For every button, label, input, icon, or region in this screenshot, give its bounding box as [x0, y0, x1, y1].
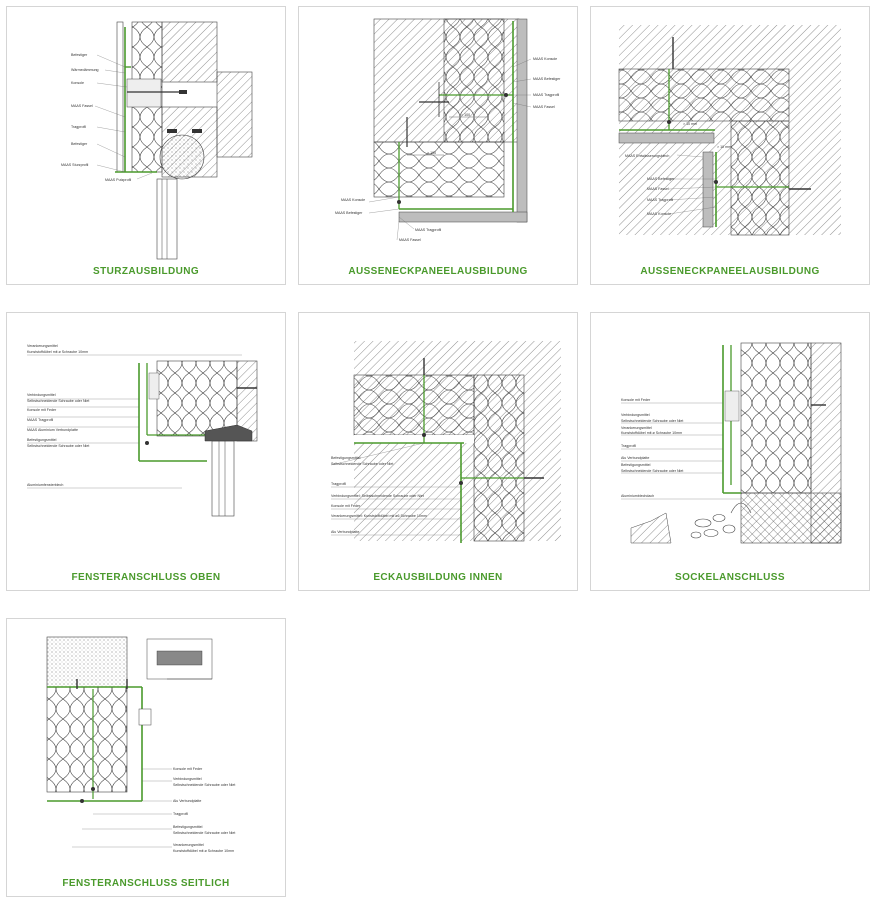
detail-drawing: Konsole mit Feder Verbindungsmittel Selb…	[621, 342, 842, 544]
label: > 10 mm	[717, 145, 731, 149]
label: Selbstschneidende Schraube oder Niet	[173, 783, 235, 787]
label: Alu Verbundplatte	[621, 456, 649, 460]
card-caption: AUSSENECKPANEELAUSBILDUNG	[348, 266, 528, 277]
label: Verankerungsmittel	[173, 843, 204, 847]
label: MAAS Befestiger	[335, 211, 363, 215]
label: MAAS Aluminium Verbundplatte	[27, 428, 78, 432]
label: Tragprofil	[621, 444, 636, 448]
label: Befestigungsmittel	[331, 456, 361, 460]
label: MAAS Konsole	[341, 198, 365, 202]
label: Konsole	[71, 81, 84, 85]
label: MAAS Konsole	[533, 57, 557, 61]
label: Selbstschneidende Schraube oder Niet	[331, 462, 393, 466]
label: Alu Verbundplatte	[173, 799, 201, 803]
label: Verankerungsmittel: Kunststoffdübel mit …	[331, 514, 427, 518]
label: MAAS Befestiger	[647, 177, 675, 181]
detail-drawing: Befestigungsmittel Selbstschneidende Sch…	[330, 341, 561, 543]
label: Wärmedämmung	[71, 68, 99, 72]
detail-card-ausseneckpaneel-1[interactable]: MAAS Konsole MAAS Befestiger MAAS Tragpr…	[298, 6, 578, 285]
label: Aluminiumblechdach	[621, 494, 654, 498]
label: Selbstschneidende Schraube oder Niet	[621, 419, 683, 423]
label: Kunststoffdübel mit ø Schraube 10mm	[27, 350, 88, 354]
label: Verankerungsmittel	[621, 426, 652, 430]
label: Verankerungsmittel	[27, 344, 58, 348]
detail-drawing: > 10 mm > 10 mm MAAS Entwässerungsblech …	[618, 25, 841, 236]
label: Selbstschneidende Schraube oder Niet	[27, 399, 89, 403]
label: Verbindungsmittel	[27, 393, 56, 397]
detail-card-sockelanschluss[interactable]: Konsole mit Feder Verbindungsmittel Selb…	[590, 312, 870, 591]
label: Selbstschneidende Schraube oder Niet	[173, 831, 235, 835]
detail-card-fensteranschluss-seitlich[interactable]: Konsole mit Feder Verbindungsmittel Selb…	[6, 618, 286, 897]
label: Konsole mit Feder	[27, 408, 57, 412]
card-caption: FENSTERANSCHLUSS OBEN	[71, 572, 221, 583]
label: Befestiger	[71, 53, 88, 57]
label: Kunststoffdübel mit ø Schraube 10mm	[173, 849, 234, 853]
label: MAAS Putzprofil	[105, 178, 131, 182]
label: MAAS Tragprofil	[533, 93, 559, 97]
detail-drawing: Befestiger Wärmedämmung Konsole MAAS Fas…	[61, 21, 253, 260]
label: Verbindungsmittel	[173, 777, 202, 781]
label: Konsole mit Feder	[173, 767, 203, 771]
label: Verbindungsmittel: Selbstschneidende Sch…	[331, 494, 424, 498]
label: MAAS Tragprofil	[415, 228, 441, 232]
label: > 100	[461, 113, 470, 117]
label: Tragprofil	[331, 482, 346, 486]
label: Kunststoffdübel mit ø Schraube 10mm	[621, 431, 682, 435]
label: Befestiger	[71, 142, 88, 146]
label: MAAS Fassel	[647, 187, 669, 191]
detail-drawing: Verankerungsmittel Kunststoffdübel mit ø…	[27, 344, 258, 517]
label: Befestigungsmittel	[27, 438, 57, 442]
label: MAAS Konsole	[647, 212, 671, 216]
label: Befestigungsmittel	[621, 463, 651, 467]
card-caption: ECKAUSBILDUNG INNEN	[373, 572, 503, 583]
label: MAAS Fassel	[533, 105, 555, 109]
detail-card-eckausbildung-innen[interactable]: Befestigungsmittel Selbstschneidende Sch…	[298, 312, 578, 591]
card-caption: FENSTERANSCHLUSS SEITLICH	[62, 878, 230, 889]
label: Tragprofil	[173, 812, 188, 816]
detail-drawing: Konsole mit Feder Verbindungsmittel Selb…	[46, 636, 235, 853]
card-caption: SOCKELANSCHLUSS	[675, 572, 785, 583]
label: Konsole mit Feder	[621, 398, 651, 402]
label: MAAS Tragprofil	[27, 418, 53, 422]
detail-card-ausseneckpaneel-2[interactable]: > 10 mm > 10 mm MAAS Entwässerungsblech …	[590, 6, 870, 285]
label: > 100	[427, 151, 436, 155]
label: Tragprofil	[71, 125, 86, 129]
detail-card-fensteranschluss-oben[interactable]: Verankerungsmittel Kunststoffdübel mit ø…	[6, 312, 286, 591]
label: MAAS Fassel	[71, 104, 93, 108]
label: Selbstschneidende Schraube oder Niet	[621, 469, 683, 473]
label: Alu Verbundplatte	[331, 530, 359, 534]
label: Selbstschneidende Schraube oder Niet	[27, 444, 89, 448]
label: Befestigungsmittel	[173, 825, 203, 829]
label: MAAS Entwässerungsblech	[625, 154, 669, 158]
label: Aluminiumfensterblech	[27, 483, 63, 487]
label: Konsole mit Feder	[331, 504, 361, 508]
detail-card-sturzausbildung[interactable]: Befestiger Wärmedämmung Konsole MAAS Fas…	[6, 6, 286, 285]
label: MAAS Sturzprofil	[61, 163, 89, 167]
label: > 10 mm	[683, 122, 697, 126]
label: Verbindungsmittel	[621, 413, 650, 417]
label: MAAS Fassel	[399, 238, 421, 242]
label: MAAS Befestiger	[533, 77, 561, 81]
detail-drawing: MAAS Konsole MAAS Befestiger MAAS Tragpr…	[335, 18, 561, 242]
label: MAAS Tragprofil	[647, 198, 673, 202]
card-caption: AUSSENECKPANEELAUSBILDUNG	[640, 266, 820, 277]
card-caption: STURZAUSBILDUNG	[93, 266, 199, 277]
